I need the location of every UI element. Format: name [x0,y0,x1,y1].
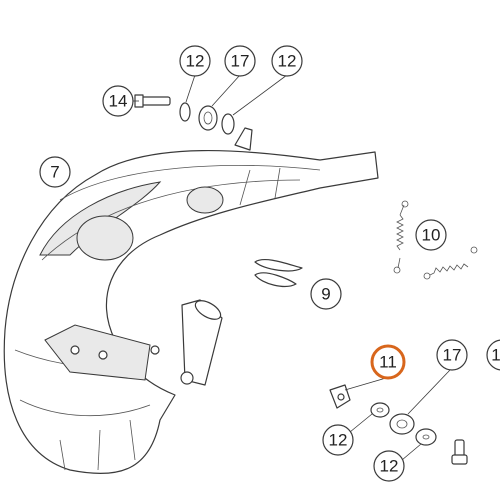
callout-7[interactable]: 7 [39,156,71,188]
svg-text:7: 7 [50,163,59,182]
svg-text:12: 12 [329,431,348,450]
upper-washer-part[interactable] [179,102,191,122]
callout-12-bottom-right[interactable]: 12 [373,450,405,482]
lower-clip-nut-part[interactable] [329,384,351,409]
callout-10[interactable]: 10 [415,219,447,251]
gasket-part[interactable] [254,258,303,287]
lower-washer-part-2[interactable] [415,428,437,446]
svg-text:11: 11 [379,353,397,372]
lower-rubber-bushing-part[interactable] [389,413,415,435]
callout-12-bottom-left[interactable]: 12 [322,424,354,456]
svg-text:12: 12 [186,52,205,71]
callout-11-highlighted[interactable]: 11 [370,344,406,380]
upper-rubber-bushing-part[interactable] [198,105,218,131]
lower-washer-part[interactable] [370,402,390,418]
callout-17-bottom[interactable]: 17 [436,339,468,371]
mounting-stud-part[interactable] [134,94,171,108]
leader-lines [133,74,451,461]
svg-text:14: 14 [109,92,128,111]
callout-12-top-left[interactable]: 12 [179,45,211,77]
exhaust-spring-part-2[interactable] [423,246,478,280]
svg-text:17: 17 [231,52,250,71]
callout-14[interactable]: 14 [102,85,134,117]
callout-17-top[interactable]: 17 [224,45,256,77]
exhaust-pipe-part[interactable] [3,127,379,475]
svg-text:10: 10 [422,226,441,245]
svg-text:1: 1 [491,346,500,365]
callout-12-top-right[interactable]: 12 [271,45,303,77]
svg-text:12: 12 [380,457,399,476]
svg-text:17: 17 [443,346,462,365]
upper-washer-part-2[interactable] [221,113,235,135]
exhaust-spring-part[interactable] [393,200,409,274]
lower-bolt-part[interactable] [451,439,468,465]
callout-9[interactable]: 9 [310,278,342,310]
svg-text:9: 9 [321,285,330,304]
svg-text:12: 12 [278,52,297,71]
callout-1-partial[interactable]: 1 [486,339,500,371]
